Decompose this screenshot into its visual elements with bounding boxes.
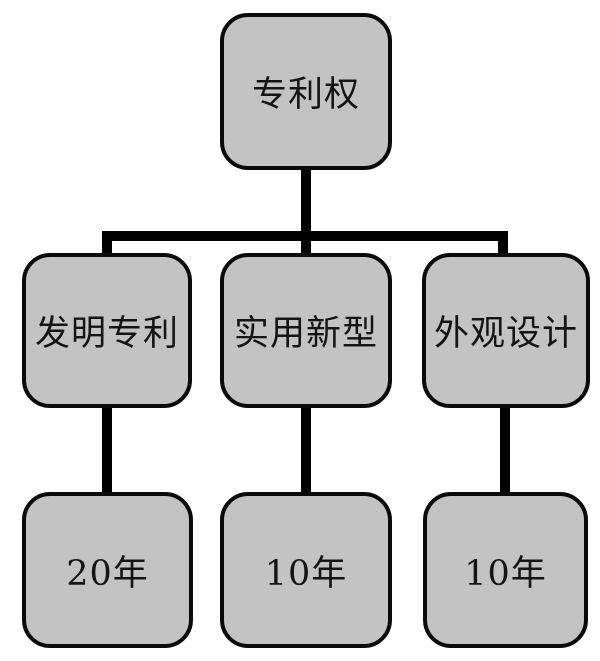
connector-root-to-bar bbox=[301, 166, 311, 236]
node-utility-model: 实用新型 bbox=[220, 253, 392, 408]
connector-bar-to-invention bbox=[102, 238, 112, 256]
node-invention-term: 20年 bbox=[22, 492, 193, 648]
connector-utility-to-term bbox=[301, 406, 311, 494]
node-utility-term-label: 10年 bbox=[264, 553, 348, 594]
node-invention-term-label: 20年 bbox=[66, 553, 149, 594]
node-design-patent: 外观设计 bbox=[422, 253, 590, 408]
node-invention-patent: 发明专利 bbox=[22, 253, 192, 408]
node-design-term: 10年 bbox=[423, 492, 588, 648]
node-design-term-label: 10年 bbox=[464, 553, 547, 594]
node-invention-patent-label: 发明专利 bbox=[34, 314, 179, 354]
connector-design-to-term bbox=[500, 406, 510, 494]
connector-horizontal-bar bbox=[102, 231, 508, 241]
node-utility-term: 10年 bbox=[220, 492, 392, 648]
connector-bar-to-design bbox=[498, 238, 508, 256]
connector-bar-to-utility-model bbox=[301, 238, 311, 256]
node-patent-right: 专利权 bbox=[220, 13, 392, 170]
connector-invention-to-term bbox=[102, 406, 112, 494]
node-design-patent-label: 外观设计 bbox=[433, 314, 578, 354]
node-utility-model-label: 实用新型 bbox=[233, 314, 378, 354]
node-patent-right-label: 专利权 bbox=[251, 75, 360, 115]
